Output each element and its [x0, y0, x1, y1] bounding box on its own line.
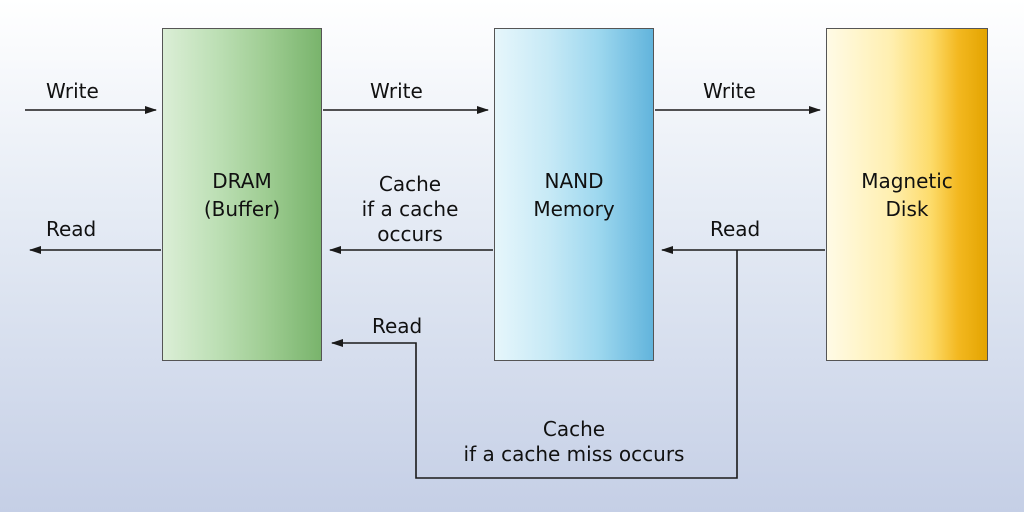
read-disk-nand-label: Read — [710, 217, 761, 241]
cache-miss-path — [331, 250, 738, 479]
write-in-label: Write — [46, 79, 99, 103]
write-dram-nand-label: Write — [370, 79, 423, 103]
dram-buffer-block: DRAM (Buffer) — [162, 28, 322, 361]
nand-block-label: NAND Memory — [533, 168, 615, 221]
dram-block-label: DRAM (Buffer) — [203, 168, 281, 221]
cache-miss-label: Cache if a cache miss occurs — [463, 417, 685, 466]
read-disk-dram-label: Read — [372, 314, 423, 338]
read-out-label: Read — [46, 217, 97, 241]
write-nand-disk-label: Write — [703, 79, 756, 103]
cache-hit-label: Cache if a cache occurs — [361, 172, 459, 246]
nand-memory-block: NAND Memory — [494, 28, 654, 361]
magnetic-disk-block: Magnetic Disk — [826, 28, 988, 361]
disk-block-label: Magnetic Disk — [861, 168, 953, 221]
